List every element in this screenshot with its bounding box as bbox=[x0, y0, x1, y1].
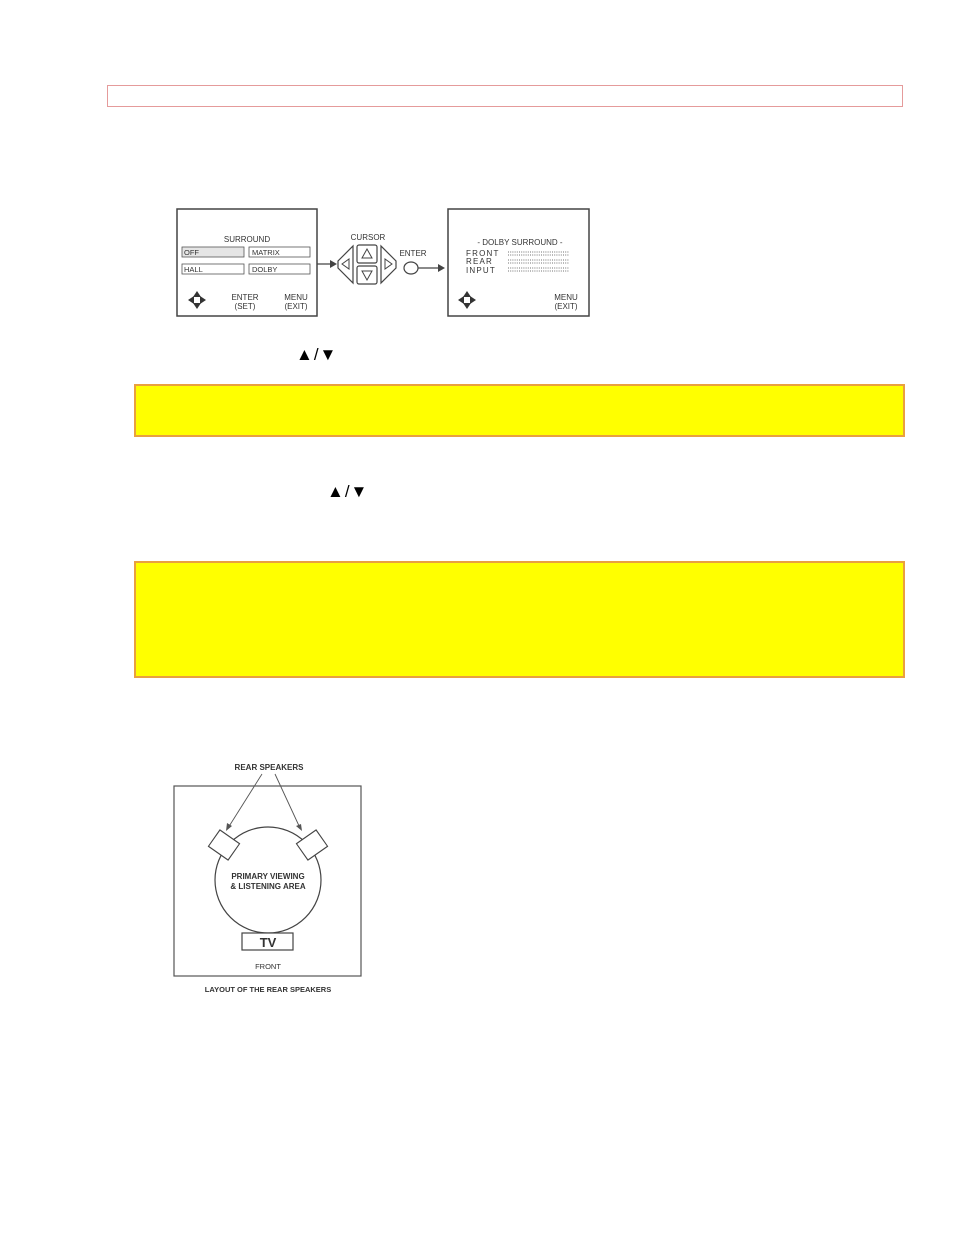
dolby-row-rear: REAR bbox=[466, 257, 493, 266]
option-dolby: DOLBY bbox=[252, 265, 277, 274]
surround-enter-sub: (SET) bbox=[235, 302, 256, 311]
option-off-box bbox=[181, 246, 245, 258]
remote-enter-label: ENTER bbox=[399, 249, 426, 258]
dolby-move-icon bbox=[458, 291, 476, 309]
dolby-row-input: INPUT bbox=[466, 266, 496, 275]
dolby-menu-sub: (EXIT) bbox=[554, 302, 577, 311]
cursor-arrows-icon bbox=[341, 247, 393, 282]
surround-menu-label: MENU bbox=[284, 293, 308, 302]
rear-speakers-label: REAR SPEAKERS bbox=[235, 763, 305, 772]
cursor-arrows-icon: ▲/▼ bbox=[327, 482, 369, 501]
surround-enter-label: ENTER bbox=[231, 293, 258, 302]
surround-title: SURROUND bbox=[224, 235, 270, 244]
option-hall: HALL bbox=[184, 265, 203, 274]
area-label-line1: PRIMARY VIEWING bbox=[231, 872, 304, 881]
tv-label: TV bbox=[260, 935, 277, 950]
option-dolby-box bbox=[248, 263, 311, 275]
dolby-menu-label: MENU bbox=[554, 293, 578, 302]
diagram-caption: LAYOUT OF THE REAR SPEAKERS bbox=[205, 985, 331, 994]
left-rear-speaker-icon bbox=[207, 829, 241, 861]
option-hall-box bbox=[181, 263, 245, 275]
option-off: OFF bbox=[184, 248, 199, 257]
cursor-arrows-icon: ▲/▼ bbox=[296, 345, 338, 364]
dolby-title: - DOLBY SURROUND - bbox=[477, 238, 563, 247]
right-rear-speaker-icon bbox=[295, 829, 329, 861]
tv-box bbox=[241, 932, 294, 951]
option-matrix-box bbox=[248, 246, 311, 258]
note-box bbox=[134, 561, 905, 678]
option-matrix: MATRIX bbox=[252, 248, 280, 257]
surround-menu-illustration: SURROUND OFF MATRIX HALL DOLBY ENTER (SE… bbox=[176, 208, 590, 317]
note-box bbox=[134, 384, 905, 437]
cursor-label: CURSOR bbox=[351, 233, 386, 242]
speaker-layout-diagram: REAR SPEAKERS PRIMARY VIEWING & LISTENIN… bbox=[173, 763, 362, 994]
dolby-row-front: FRONT bbox=[466, 249, 500, 258]
surround-menu-sub: (EXIT) bbox=[284, 302, 307, 311]
cursor-pad-icon bbox=[337, 244, 397, 285]
move-icon bbox=[188, 291, 206, 309]
header-bar bbox=[107, 85, 903, 107]
front-label: FRONT bbox=[255, 962, 281, 971]
remote-enter-button bbox=[403, 261, 419, 275]
level-bars bbox=[508, 251, 569, 272]
area-label-line2: & LISTENING AREA bbox=[230, 882, 305, 891]
